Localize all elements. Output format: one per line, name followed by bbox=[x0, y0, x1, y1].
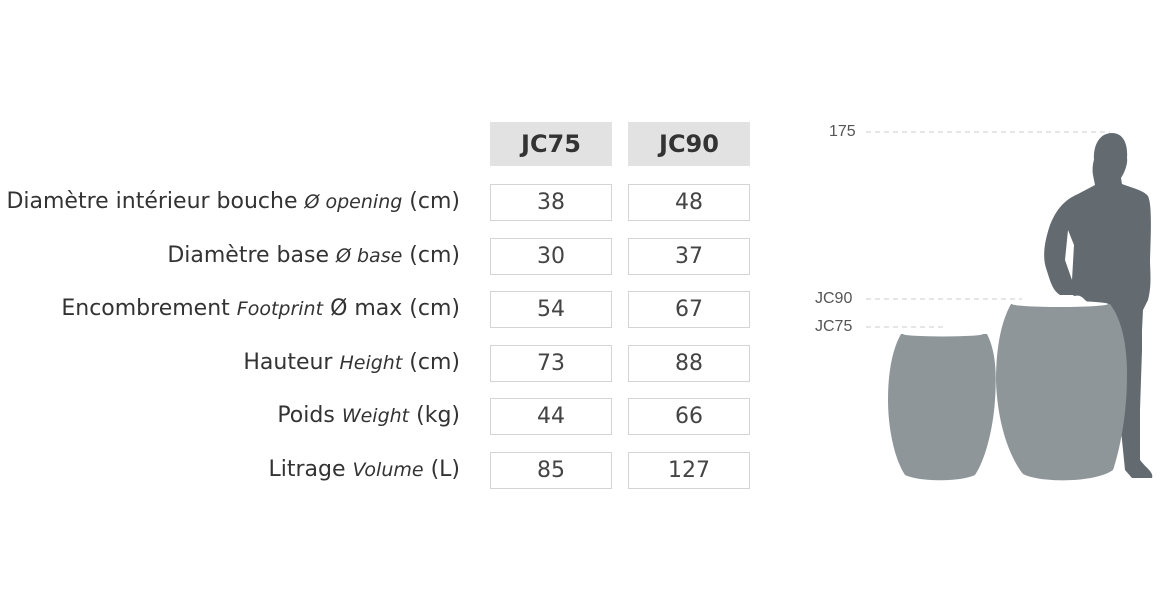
label-fr: Hauteur bbox=[243, 349, 333, 375]
row-label: Encombrement Footprint Ø max (cm) bbox=[61, 291, 460, 327]
row-label: Diamètre base Ø base (cm) bbox=[167, 238, 460, 274]
pot-jc75-opening bbox=[903, 331, 983, 337]
value-jc90: 88 bbox=[628, 344, 750, 382]
value-jc90: 127 bbox=[628, 452, 750, 489]
label-jc90: JC90 bbox=[815, 290, 853, 307]
pot-jc90 bbox=[996, 304, 1127, 481]
label-unit: (L) bbox=[430, 457, 460, 482]
value-jc75: 73 bbox=[490, 344, 612, 382]
row-label: Diamètre intérieur bouche Ø opening (cm) bbox=[6, 184, 460, 220]
label-fr: Poids bbox=[277, 403, 335, 429]
label-unit: (cm) bbox=[409, 189, 460, 214]
label-unit: (kg) bbox=[416, 403, 460, 429]
label-unit: (cm) bbox=[409, 349, 460, 375]
label-fr: Diamètre base bbox=[167, 242, 329, 268]
row-label: Litrage Volume (L) bbox=[269, 452, 461, 488]
header-jc90: JC90 bbox=[628, 122, 750, 166]
value-jc90: 37 bbox=[628, 237, 750, 275]
label-jc75: JC75 bbox=[815, 318, 853, 335]
header-jc75: JC75 bbox=[490, 122, 612, 166]
pot-jc75 bbox=[888, 334, 996, 481]
value-jc75: 44 bbox=[490, 398, 612, 436]
value-jc90: 48 bbox=[628, 184, 750, 221]
value-jc75: 54 bbox=[490, 291, 612, 329]
value-jc75: 85 bbox=[490, 452, 612, 489]
label-fr: Diamètre intérieur bouche bbox=[6, 189, 298, 214]
row-label: Poids Weight (kg) bbox=[277, 398, 460, 434]
label-unit: (cm) bbox=[409, 242, 460, 268]
value-jc75: 38 bbox=[490, 184, 612, 221]
label-unit: Ø max (cm) bbox=[330, 296, 460, 322]
label-fr: Encombrement bbox=[61, 296, 230, 322]
value-jc90: 66 bbox=[628, 398, 750, 436]
label-en: Weight bbox=[341, 405, 410, 428]
label-en: Ø opening bbox=[304, 191, 403, 213]
label-en: Height bbox=[339, 351, 403, 374]
pot-jc90-opening bbox=[1012, 301, 1108, 307]
label-fr: Litrage bbox=[268, 457, 346, 482]
label-en: Ø base bbox=[336, 244, 403, 267]
row-label: Hauteur Height (cm) bbox=[243, 345, 460, 381]
value-jc90: 67 bbox=[628, 291, 750, 329]
label-175: 175 bbox=[829, 123, 856, 140]
label-en: Volume bbox=[352, 459, 424, 481]
value-jc75: 30 bbox=[490, 237, 612, 275]
label-en: Footprint bbox=[236, 298, 324, 321]
